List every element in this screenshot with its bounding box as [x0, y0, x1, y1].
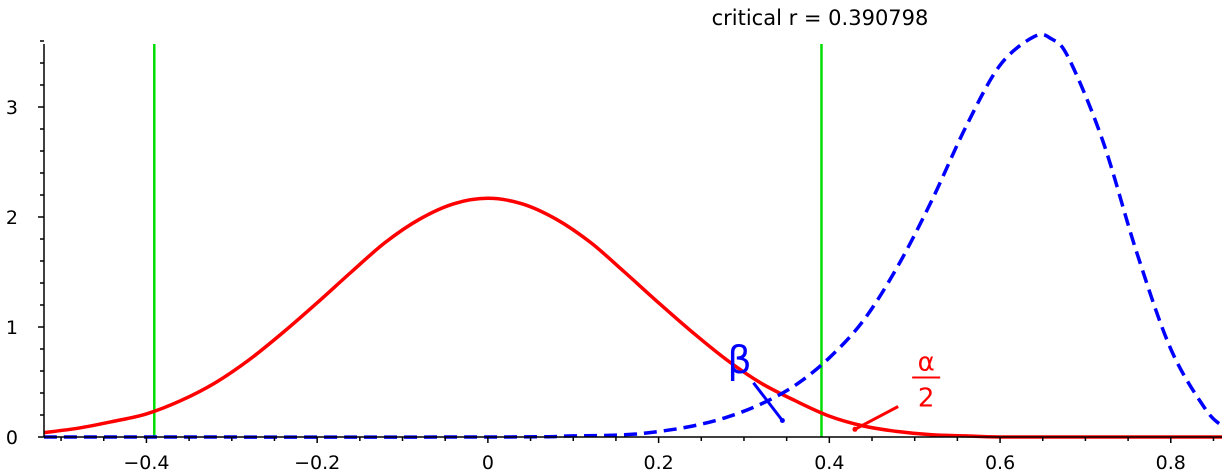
null-curve: [43, 196, 1222, 439]
chart-title: critical r = 0.390798: [712, 6, 929, 30]
y-tick-label: 3: [6, 97, 18, 119]
y-tick-label: 0: [6, 427, 18, 449]
x-tick-label: 0.8: [1156, 452, 1186, 474]
x-tick-label: −0.4: [123, 452, 169, 474]
x-tick-label: 0.6: [985, 452, 1015, 474]
x-tick-label: 0.4: [814, 452, 844, 474]
y-tick-label: 1: [6, 317, 18, 339]
axes: −0.4 −0.2 0 0.2 0.4 0.6 0.8 0 1 2 3: [6, 40, 1222, 474]
y-tick-label: 2: [6, 207, 18, 229]
beta-pointer-dot: [779, 418, 785, 423]
alpha-denominator: 2: [918, 384, 935, 414]
alpha-numerator: α: [918, 348, 935, 378]
alpha-pointer-dot: [852, 426, 858, 432]
x-tick-label: −0.2: [294, 452, 340, 474]
alternative-curve: [43, 32, 1224, 439]
critical-lines: [153, 44, 823, 437]
annotations: β α 2: [727, 338, 941, 432]
x-tick-label: 0.2: [643, 452, 673, 474]
beta-pointer: [752, 381, 784, 422]
beta-label: β: [727, 338, 751, 382]
alpha-pointer: [854, 405, 899, 431]
x-tick-label: 0: [482, 452, 494, 474]
series-layer: [43, 32, 1224, 439]
